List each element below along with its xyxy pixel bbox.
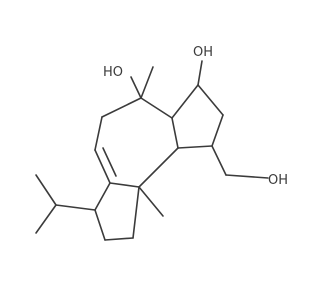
bond [94,182,111,211]
bond [35,174,57,206]
bond [138,147,179,188]
bond [55,204,96,211]
bond [101,97,142,118]
structure-canvas: HO OH OH [35,45,288,241]
bond [109,182,140,188]
bond [132,186,140,239]
bond [140,97,173,119]
bond [197,60,203,86]
bond [225,174,269,179]
bond [130,76,142,99]
bond [177,145,213,149]
atom-label-oh: OH [268,173,288,188]
double-bond [102,147,117,177]
atom-label-oh: OH [193,45,213,60]
bond [94,149,111,184]
bond [138,186,164,217]
bond [104,237,134,241]
atom-label-ho: HO [103,65,123,80]
molecule-structure-diagram: HO OH OH [35,45,288,241]
bond [171,117,179,149]
bond-lines [35,60,269,241]
bond [94,209,106,241]
bond [94,116,103,151]
bond [140,66,154,99]
bond [197,84,224,116]
bond [171,84,199,119]
bond [211,145,227,176]
bond [35,204,57,234]
atom-labels: HO OH OH [103,45,288,188]
bond [211,114,224,147]
